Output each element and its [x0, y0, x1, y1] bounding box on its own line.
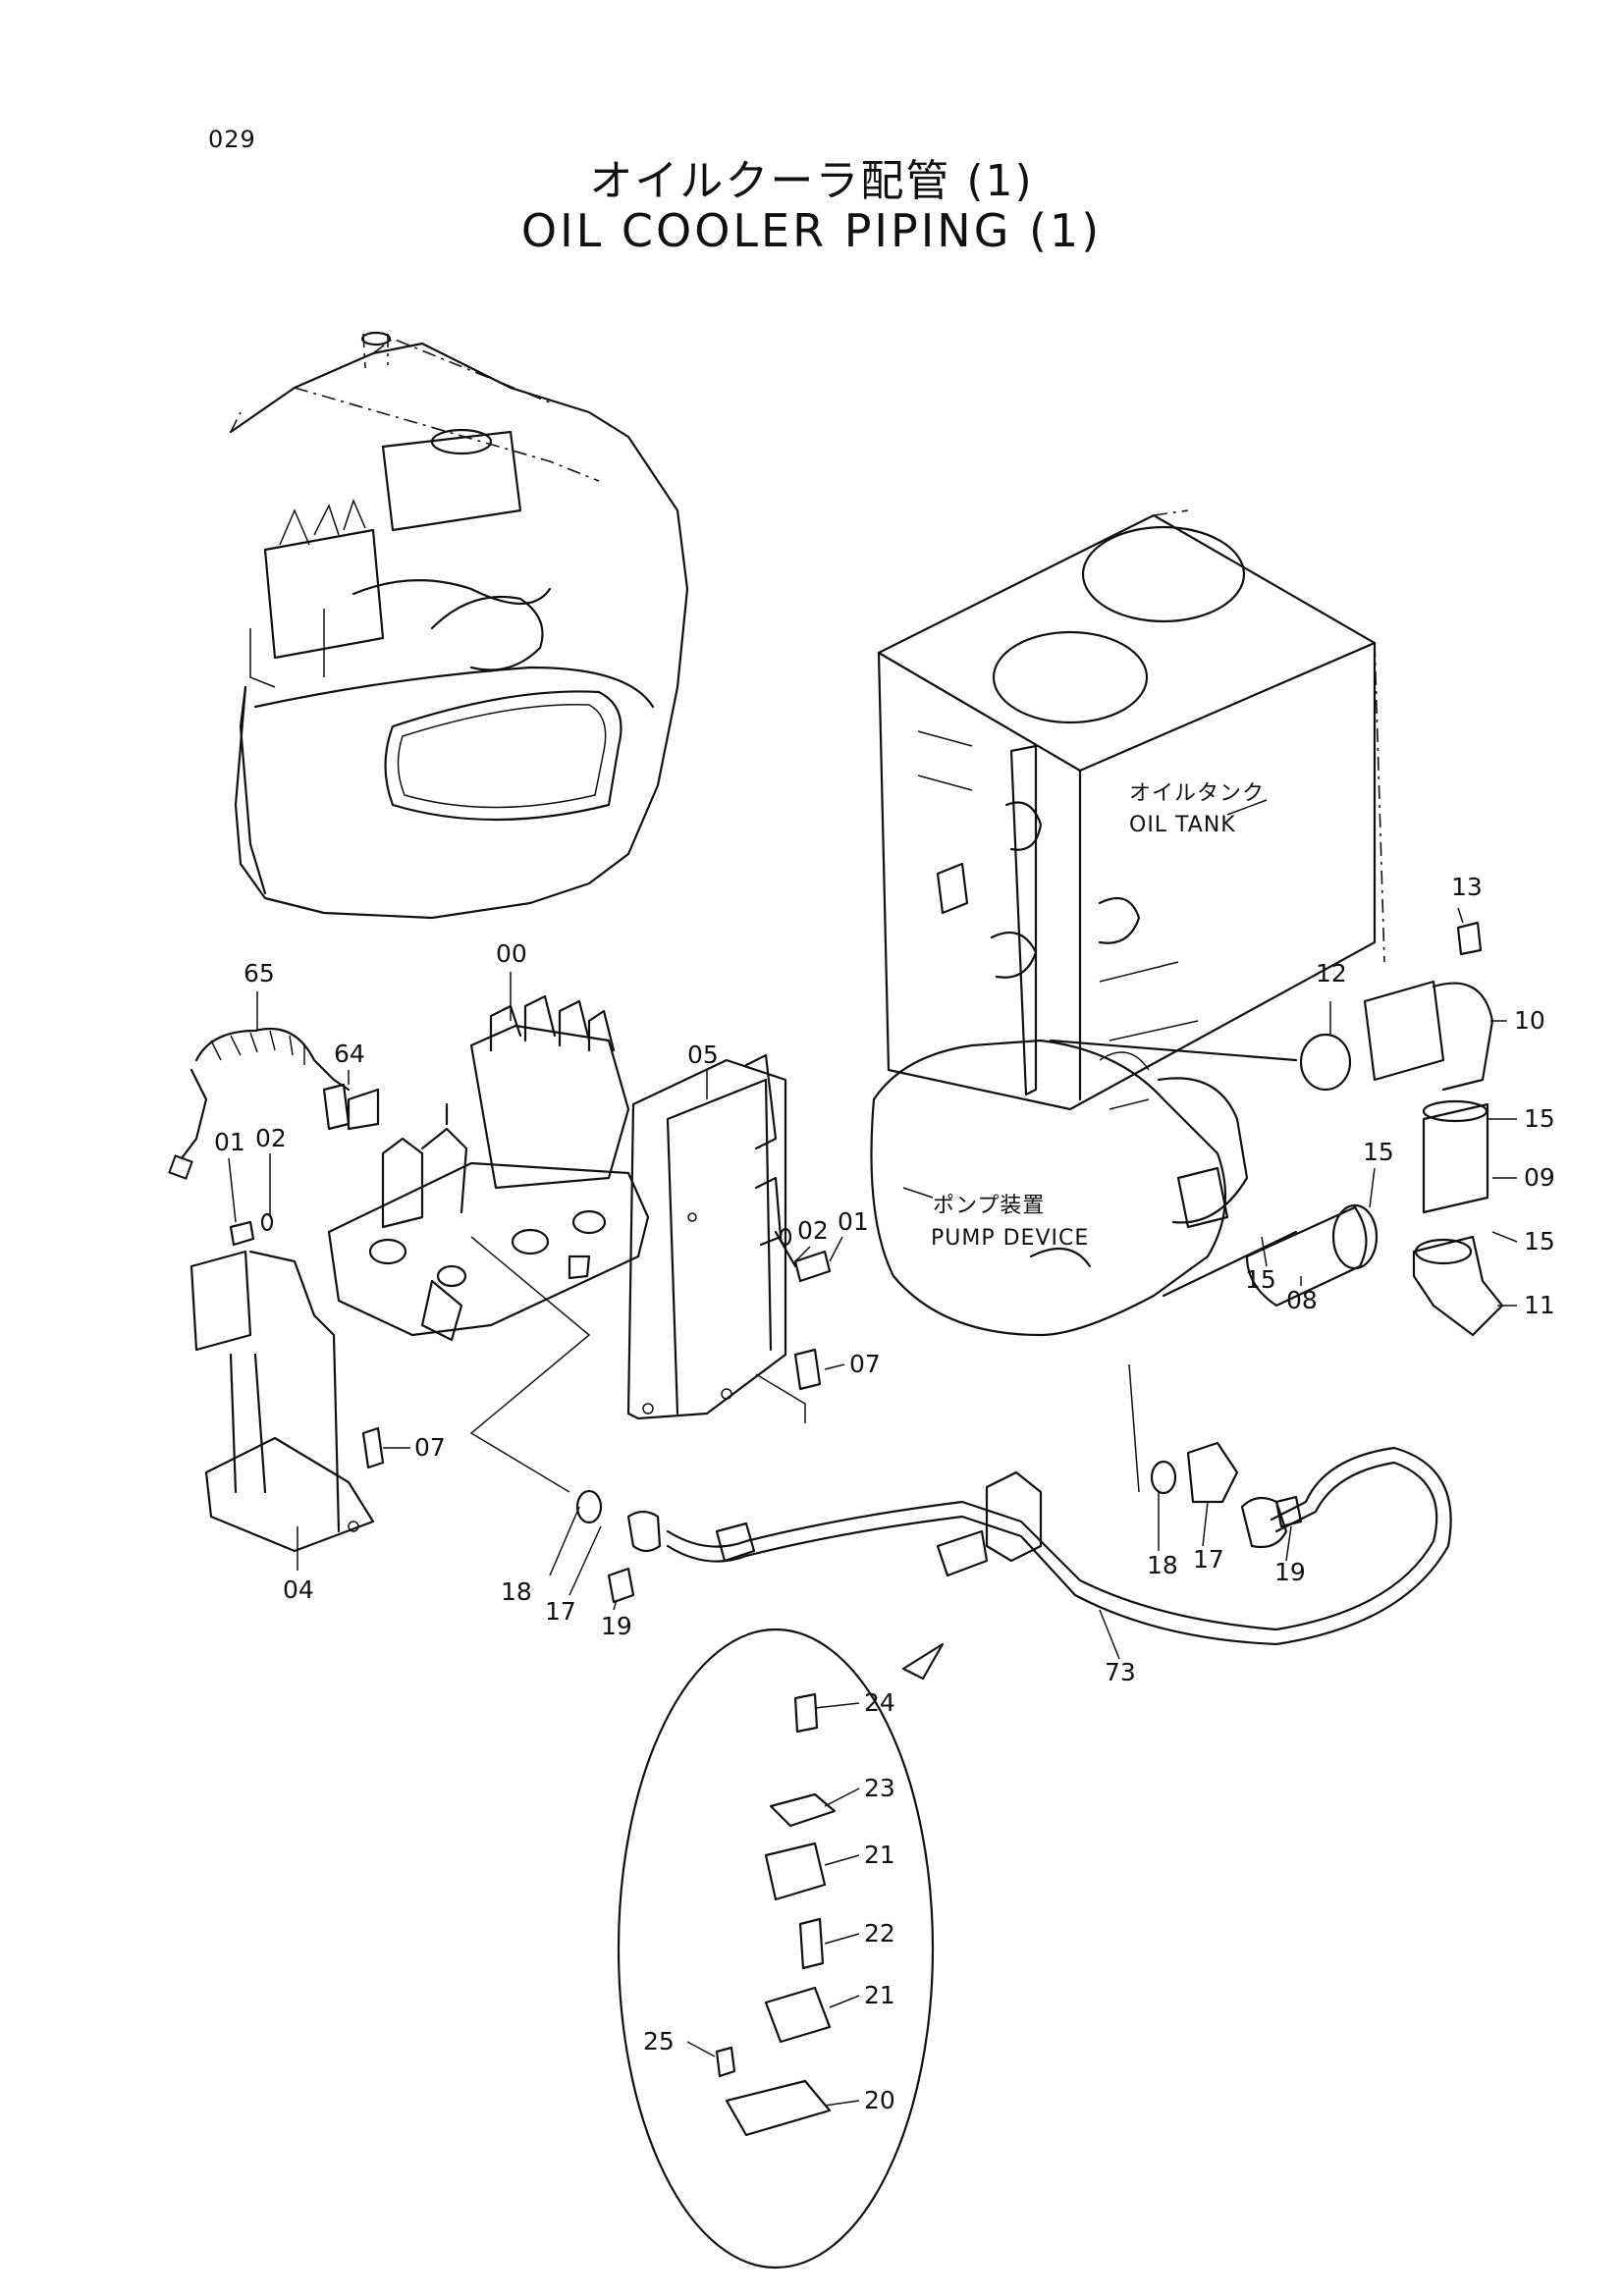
pump-device-label-jp: ポンプ装置	[933, 1194, 1045, 1218]
callout-10: 10	[1514, 1006, 1545, 1035]
callout-21a: 21	[864, 1841, 895, 1869]
callout-23: 23	[864, 1774, 895, 1802]
oil-tank-label-en: OIL TANK	[1129, 813, 1236, 837]
leader-lines	[228, 799, 1518, 2107]
oil-cooler-fittings	[1245, 921, 1504, 1337]
callout-22: 22	[864, 1919, 895, 1948]
callout-05: 05	[687, 1041, 719, 1069]
callout-08: 08	[1286, 1286, 1318, 1314]
callout-09: 09	[1524, 1163, 1555, 1192]
callout-13: 13	[1451, 873, 1483, 901]
component-annotations: オイルタンク OIL TANK ポンプ装置 PUMP DEVICE	[931, 781, 1265, 1251]
callout-19a: 19	[601, 1612, 632, 1640]
bracket-05	[626, 1053, 787, 1420]
callout-24: 24	[864, 1688, 895, 1717]
callout-07a: 07	[849, 1350, 881, 1378]
small-hardware	[229, 1212, 832, 1469]
callout-02a: 02	[255, 1124, 287, 1152]
callout-17b: 17	[1193, 1545, 1224, 1574]
callout-15b: 15	[1524, 1227, 1555, 1255]
callout-19b: 19	[1274, 1558, 1306, 1586]
hose-73	[575, 1441, 1452, 1646]
bracket-04	[189, 1250, 375, 1553]
callout-17a: 17	[545, 1597, 576, 1626]
callout-07b: 07	[414, 1433, 446, 1462]
pump-device-label-en: PUMP DEVICE	[931, 1226, 1089, 1251]
page-title-english: OIL COOLER PIPING (1)	[520, 204, 1103, 257]
callout-21b: 21	[864, 1981, 895, 2009]
callout-01b: 01	[838, 1207, 869, 1236]
control-valve-assembly	[327, 994, 650, 1342]
clamp-detail	[617, 1628, 945, 2269]
page-title-japanese: オイルクーラ配管 (1)	[589, 156, 1034, 206]
callout-15d: 15	[1245, 1265, 1276, 1294]
callout-02b: 02	[797, 1216, 829, 1245]
page-number: 029	[208, 126, 256, 153]
machine-upper-structure	[229, 331, 689, 920]
callout-73: 73	[1105, 1658, 1136, 1686]
callout-15c: 15	[1363, 1138, 1394, 1166]
callout-18a: 18	[501, 1577, 532, 1606]
callout-20: 20	[864, 2086, 895, 2114]
callout-01a: 01	[214, 1128, 245, 1156]
callout-11: 11	[1524, 1291, 1555, 1319]
callout-00: 00	[496, 939, 527, 968]
wiring-harness	[168, 1027, 380, 1180]
oil-tank	[877, 509, 1385, 1111]
callout-18b: 18	[1147, 1551, 1178, 1579]
callout-65: 65	[243, 959, 275, 988]
pump-device	[870, 1039, 1298, 1337]
callout-12: 12	[1316, 959, 1347, 988]
oil-tank-label-jp: オイルタンク	[1129, 781, 1265, 806]
callout-labels: 65 00 64 01 02 05 02 01 07 07 04 18 17 1…	[214, 873, 1555, 2114]
callout-04: 04	[283, 1575, 314, 1604]
callout-15a: 15	[1524, 1104, 1555, 1133]
callout-25: 25	[643, 2027, 675, 2056]
callout-64: 64	[334, 1040, 365, 1068]
